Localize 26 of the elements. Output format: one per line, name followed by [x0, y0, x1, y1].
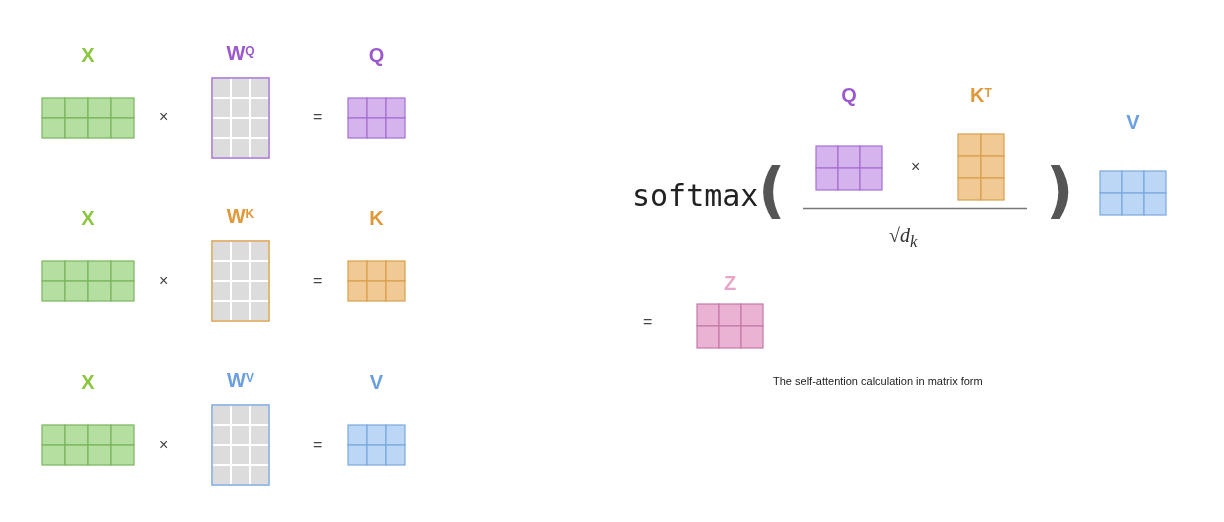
matrix-label: Q [841, 84, 857, 106]
matrix-label: W$^{V}$ [227, 369, 254, 391]
matrix-label: V [369, 371, 384, 393]
equals-sign: = [643, 313, 653, 331]
function-name: softmax [632, 178, 759, 213]
times-sign: × [159, 108, 169, 126]
caption: The self-attention calculation in matrix form [773, 375, 983, 387]
equals-sign: = [313, 272, 323, 290]
equals-sign: = [313, 436, 323, 454]
times-sign: × [159, 272, 169, 290]
parenthesis: ( [758, 160, 786, 220]
matrix-label: X [81, 371, 95, 393]
times-sign: × [159, 436, 169, 454]
matrix-label: X [81, 44, 95, 66]
equals-sign: = [313, 108, 323, 126]
square-root: √d$_{k}$ [889, 224, 918, 252]
matrix-label: W$^{K}$ [226, 205, 255, 227]
matrix-label: K$^{T}$ [970, 84, 992, 106]
matrix-label: K [369, 207, 384, 229]
matrix-label: Q [368, 44, 385, 66]
parenthesis: ) [1046, 160, 1074, 220]
matrix-label: W$^{Q}$ [226, 42, 255, 64]
times-sign: × [911, 158, 921, 176]
matrix-label: Z [723, 272, 737, 294]
matrix-label: V [1126, 111, 1140, 133]
matrix-label: X [81, 207, 95, 229]
